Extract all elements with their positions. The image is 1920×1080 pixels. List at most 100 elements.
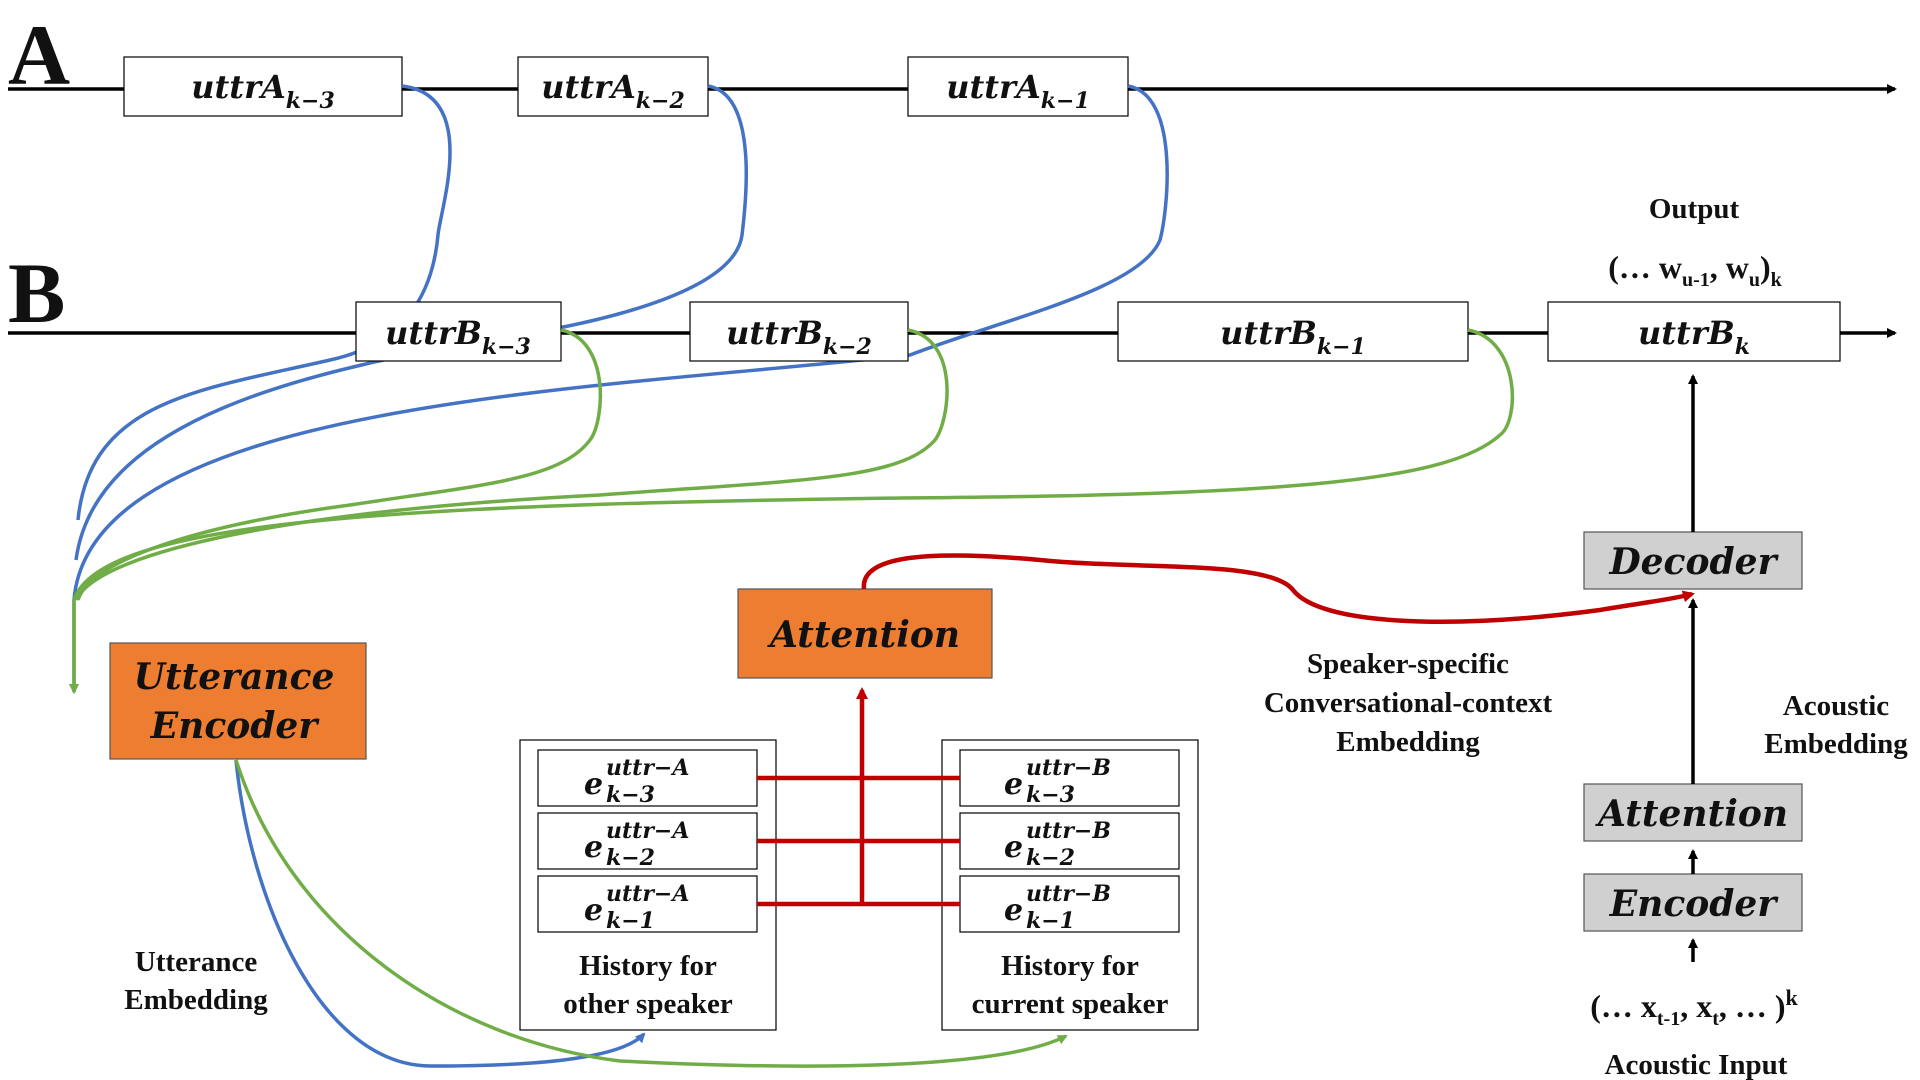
acoustic-sup: k xyxy=(1786,985,1799,1010)
utterance-embedding-line2: Embedding xyxy=(124,984,268,1016)
history-current-2-sup: uttr−B xyxy=(1026,818,1111,844)
green-connections xyxy=(69,328,1515,694)
svg-text:e: e xyxy=(584,830,603,865)
speaker-label-2: Conversational-context xyxy=(1264,687,1553,719)
utterance-encoder-line2: Encoder xyxy=(150,705,321,747)
uttr-b-box-k: uttrBk xyxy=(1547,301,1841,362)
history-other-2-base: e xyxy=(584,830,603,865)
output-formula: (… wu-1, wu)k xyxy=(1608,249,1782,291)
uttr-a-k-2-sub: k−2 xyxy=(636,88,685,114)
svg-text:uttrBk−1: uttrBk−1 xyxy=(1220,314,1366,360)
history-other-1-base: e xyxy=(584,767,603,802)
red-history-connectors xyxy=(757,687,960,907)
row-b-label: B xyxy=(8,245,65,341)
svg-text:e: e xyxy=(584,893,603,928)
history-current-1-sup: uttr−B xyxy=(1026,755,1111,781)
uttr-a-box-k-2: uttrAk−2 xyxy=(517,56,709,117)
svg-text:k−2: k−2 xyxy=(606,845,655,871)
svg-text:k−3: k−3 xyxy=(606,782,655,808)
output-sub3: k xyxy=(1771,269,1783,291)
uttr-b-box-k-3: uttrBk−3 xyxy=(355,301,562,362)
history-current-2-sub: k−2 xyxy=(1026,845,1075,871)
history-current-1-sub: k−3 xyxy=(1026,782,1075,808)
svg-text:uttr−A: uttr−A xyxy=(606,881,689,907)
svg-text:uttr−A: uttr−A xyxy=(606,755,689,781)
uttr-b-k-3-sub: k−3 xyxy=(482,334,531,360)
uttr-a-k-2-base: uttrA xyxy=(541,68,636,106)
speaker-label-1: Speaker-specific xyxy=(1307,648,1509,680)
svg-text:k−2: k−2 xyxy=(1026,845,1075,871)
acoustic-suffix: , … ) xyxy=(1719,988,1786,1024)
blue-connections xyxy=(69,84,1169,694)
attention-center-box: Attention xyxy=(737,588,993,679)
attention-center-label: Attention xyxy=(767,614,960,656)
acoustic-prefix: (… x xyxy=(1590,988,1657,1024)
svg-text:e: e xyxy=(1004,830,1023,865)
output-sub2: u xyxy=(1749,269,1760,291)
acoustic-embedding-line2: Embedding xyxy=(1764,728,1908,760)
history-other-2-sub: k−2 xyxy=(606,845,655,871)
history-other-1-sup: uttr−A xyxy=(606,755,689,781)
utterance-encoder-line1: Utterance xyxy=(134,656,335,698)
blue-curve-a-k-2 xyxy=(74,84,749,561)
history-current-item-1: e uttr−B k−3 xyxy=(959,749,1180,808)
svg-text:uttrBk−2: uttrBk−2 xyxy=(726,314,872,360)
blue-embedding-curve xyxy=(234,759,646,1068)
row-a-label: A xyxy=(8,7,70,103)
history-current-item-3: e uttr−B k−1 xyxy=(959,875,1180,934)
svg-text:uttrAk−1: uttrAk−1 xyxy=(946,68,1090,114)
uttr-b-k-sub: k xyxy=(1735,334,1750,360)
history-current-1-base: e xyxy=(1004,767,1023,802)
history-current-3-sub: k−1 xyxy=(1026,908,1075,934)
svg-text:uttrBk: uttrBk xyxy=(1638,314,1750,360)
red-context-curve xyxy=(861,553,1695,624)
history-other-item-1: e uttr−A k−3 xyxy=(537,749,758,808)
decoder-label: Decoder xyxy=(1608,541,1779,583)
history-current-3-base: e xyxy=(1004,893,1023,928)
svg-text:k−3: k−3 xyxy=(1026,782,1075,808)
history-current-2-base: e xyxy=(1004,830,1023,865)
attention-right-box: Attention xyxy=(1583,783,1803,842)
svg-text:uttrAk−3: uttrAk−3 xyxy=(191,68,335,114)
svg-text:e: e xyxy=(1004,893,1023,928)
uttr-b-box-k-1: uttrBk−1 xyxy=(1117,301,1469,362)
svg-text:k−1: k−1 xyxy=(1026,908,1075,934)
output-prefix: (… w xyxy=(1608,249,1682,285)
acoustic-mid: , x xyxy=(1680,988,1712,1024)
svg-text:uttr−A: uttr−A xyxy=(606,818,689,844)
uttr-b-k-2-sub: k−2 xyxy=(823,334,872,360)
green-curve-b-k-2 xyxy=(74,328,949,601)
svg-text:k−1: k−1 xyxy=(606,908,655,934)
history-other-3-base: e xyxy=(584,893,603,928)
acoustic-input-label: Acoustic Input xyxy=(1605,1049,1788,1080)
uttr-a-k-1-base: uttrA xyxy=(946,68,1041,106)
acoustic-sub1: t-1 xyxy=(1657,1008,1680,1030)
history-current-caption-2: current speaker xyxy=(972,988,1169,1020)
acoustic-embedding-line1: Acoustic xyxy=(1783,690,1889,722)
history-current-panel: e uttr−B k−3 e uttr−B k−2 e uttr−B k−1 H… xyxy=(941,739,1199,1031)
history-current-item-2: e uttr−B k−2 xyxy=(959,812,1180,871)
uttr-a-k-3-base: uttrA xyxy=(191,68,286,106)
output-mid: , w xyxy=(1710,249,1749,285)
utterance-encoder-box: Utterance Encoder xyxy=(109,642,367,760)
speaker-label-3: Embedding xyxy=(1336,726,1480,758)
uttr-b-box-k-2: uttrBk−2 xyxy=(689,301,909,362)
output-sub1: u-1 xyxy=(1682,269,1710,291)
history-other-panel: e uttr−A k−3 e uttr−A k−2 e uttr−A k−1 H… xyxy=(519,739,777,1031)
encoder-box: Encoder xyxy=(1583,873,1803,932)
svg-text:uttrAk−2: uttrAk−2 xyxy=(541,68,685,114)
uttr-a-k-3-sub: k−3 xyxy=(286,88,335,114)
uttr-b-k-1-base: uttrB xyxy=(1220,314,1317,352)
green-embedding-curve xyxy=(234,759,1068,1068)
blue-curve-a-k-1 xyxy=(69,84,1169,694)
history-current-3-sup: uttr−B xyxy=(1026,881,1111,907)
svg-text:uttr−B: uttr−B xyxy=(1026,755,1111,781)
output-suffix: ) xyxy=(1760,249,1771,285)
utterance-embedding-line1: Utterance xyxy=(135,946,258,978)
history-other-3-sup: uttr−A xyxy=(606,881,689,907)
acoustic-input-formula: (… xt-1, xt, … )k xyxy=(1590,985,1798,1030)
svg-text:uttrBk−3: uttrBk−3 xyxy=(385,314,531,360)
history-current-caption-1: History for xyxy=(1001,950,1139,982)
acoustic-sub2: t xyxy=(1712,1008,1719,1030)
